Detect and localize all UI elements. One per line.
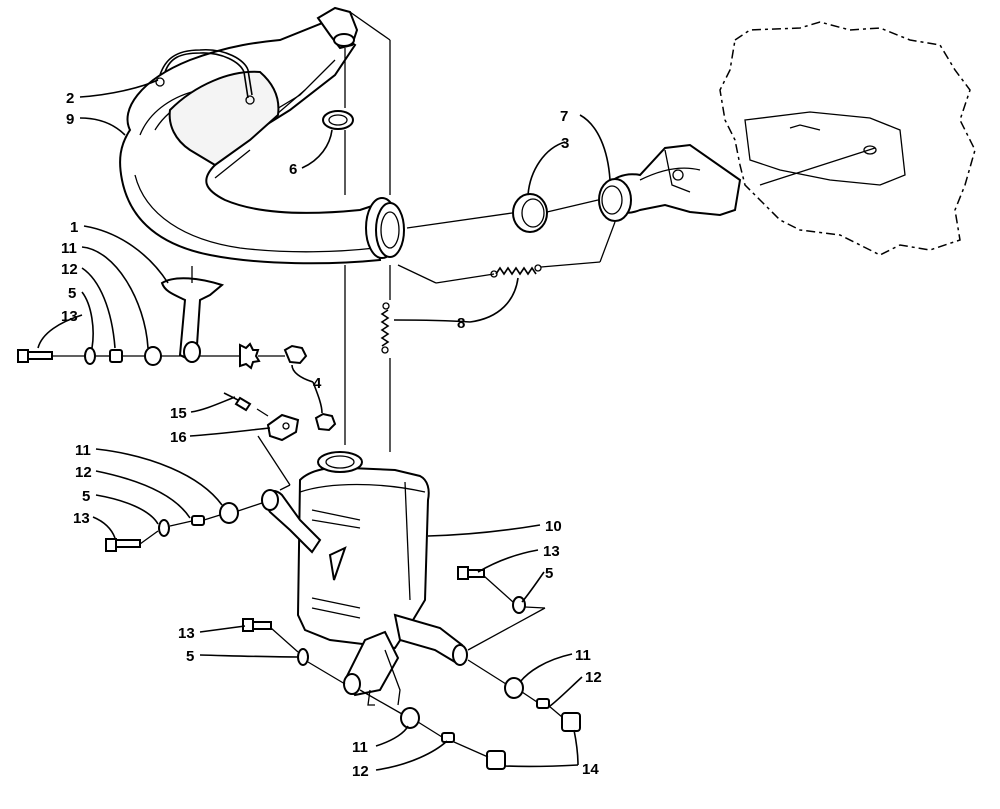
hardware-lower-mid xyxy=(242,618,309,666)
callout-5: 5 xyxy=(68,285,76,302)
expansion-chamber-pipe xyxy=(119,6,405,265)
callout-15: 15 xyxy=(170,405,187,422)
callout-9: 9 xyxy=(66,111,74,128)
clip-16 xyxy=(266,413,300,442)
silencer-10 xyxy=(260,451,468,706)
callout-13b: 13 xyxy=(73,510,90,527)
callout-2: 2 xyxy=(66,90,74,107)
callout-1: 1 xyxy=(70,219,78,236)
callout-5c: 5 xyxy=(545,565,553,582)
callout-labels: 2 9 1 11 12 5 13 6 7 3 8 4 15 16 11 12 5… xyxy=(61,90,602,780)
bracket-1 xyxy=(160,277,225,363)
callout-11: 11 xyxy=(61,240,77,257)
spring-8-horizontal xyxy=(490,264,542,278)
callout-5d: 5 xyxy=(186,648,194,665)
callout-12d: 12 xyxy=(352,763,369,780)
callout-6: 6 xyxy=(289,161,297,178)
leader-lines xyxy=(37,79,611,771)
hardware-lower-right xyxy=(400,566,581,770)
callout-3: 3 xyxy=(561,135,569,152)
engine-outline xyxy=(719,21,976,256)
callout-16: 16 xyxy=(170,429,187,446)
callout-14: 14 xyxy=(582,761,599,778)
callout-8: 8 xyxy=(457,315,465,332)
callout-12: 12 xyxy=(61,261,78,278)
callout-4: 4 xyxy=(313,375,322,392)
hardware-row-upper xyxy=(17,342,337,432)
seal-ring-3 xyxy=(512,193,548,233)
callout-13: 13 xyxy=(61,308,78,325)
callout-12c: 12 xyxy=(585,669,602,686)
callout-11d: 11 xyxy=(352,739,368,756)
callout-13c: 13 xyxy=(543,543,560,560)
callout-7: 7 xyxy=(560,108,568,125)
callout-11b: 11 xyxy=(75,442,91,459)
callout-10: 10 xyxy=(545,518,562,535)
gasket-ring-6 xyxy=(322,110,354,130)
exhaust-manifold-7 xyxy=(598,143,742,222)
callout-13d: 13 xyxy=(178,625,195,642)
assembly-lines xyxy=(52,11,616,758)
callout-5b: 5 xyxy=(82,488,90,505)
rivet-15 xyxy=(223,392,252,412)
spring-8-vertical xyxy=(380,302,390,354)
callout-12b: 12 xyxy=(75,464,92,481)
hardware-lower-left xyxy=(105,502,239,552)
callout-11c: 11 xyxy=(575,647,591,664)
